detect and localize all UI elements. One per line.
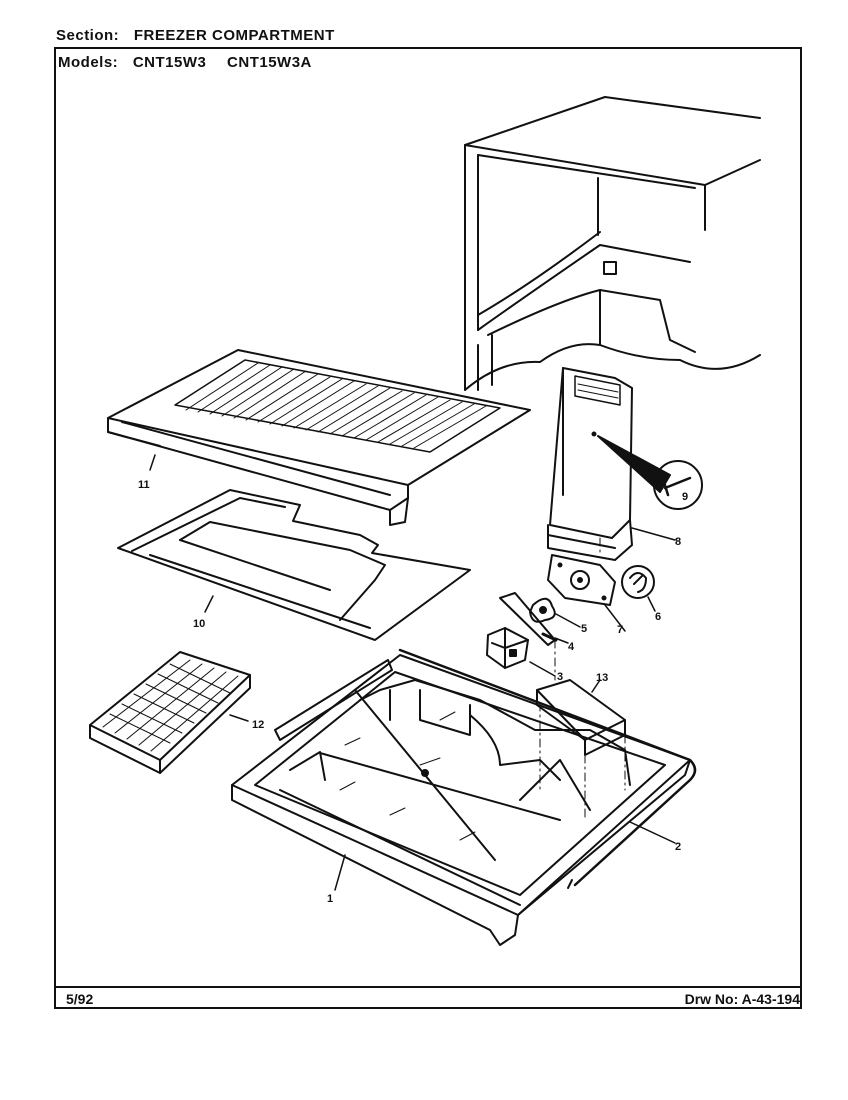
- part-fan-blade: [499, 592, 558, 646]
- part-freezer-floor: [231, 654, 691, 946]
- section-value: FREEZER COMPARTMENT: [133, 27, 335, 44]
- callout-label: 13: [596, 672, 608, 684]
- part-ice-cube-tray: [89, 651, 251, 774]
- callout-label: 8: [675, 536, 681, 548]
- callout-label: 5: [581, 623, 587, 635]
- revision-date: 5/92: [66, 991, 94, 1007]
- callout-label: 2: [675, 841, 681, 853]
- callout-label: 3: [557, 671, 563, 683]
- models-header: Models: CNT15W3 CNT15W3A: [58, 54, 328, 71]
- part-insulation-panel: [117, 489, 471, 641]
- part-freezer-shelf: [107, 349, 531, 526]
- callout-numbers: 1 2 3 4 5 6 7 8 9 10 11 12 13: [138, 479, 688, 905]
- assembly-guide-lines: [539, 537, 626, 821]
- footer-divider: [54, 986, 802, 988]
- callout-label: 9: [682, 491, 688, 503]
- part-evaporator-cover: [547, 367, 671, 561]
- section-label: Section:: [56, 27, 120, 44]
- drawing-number: Drw No: A-43-194: [685, 991, 800, 1007]
- callout-label: 12: [252, 719, 264, 731]
- callout-label: 7: [617, 624, 623, 636]
- drawing-number-value: A-43-194: [741, 991, 800, 1007]
- model-number: CNT15W3: [132, 54, 207, 71]
- models-label: Models:: [58, 54, 119, 71]
- part-screw: [653, 460, 703, 510]
- callout-label: 10: [193, 618, 205, 630]
- part-fan-motor: [621, 565, 655, 599]
- drawing-number-label: Drw No:: [684, 991, 739, 1007]
- cabinet-illustration: [464, 96, 761, 391]
- callout-label: 1: [327, 893, 333, 905]
- leader-lines: [149, 454, 676, 891]
- callout-label: 11: [138, 479, 150, 491]
- part-thermostat: [486, 627, 529, 669]
- model-number: CNT15W3A: [227, 54, 312, 71]
- section-header: Section: FREEZER COMPARTMENT: [56, 27, 335, 44]
- part-motor-bracket: [547, 554, 616, 606]
- callout-label: 6: [655, 611, 661, 623]
- callout-label: 4: [568, 641, 575, 653]
- part-trim-rails: [274, 648, 697, 889]
- drawing-frame: [54, 47, 802, 1009]
